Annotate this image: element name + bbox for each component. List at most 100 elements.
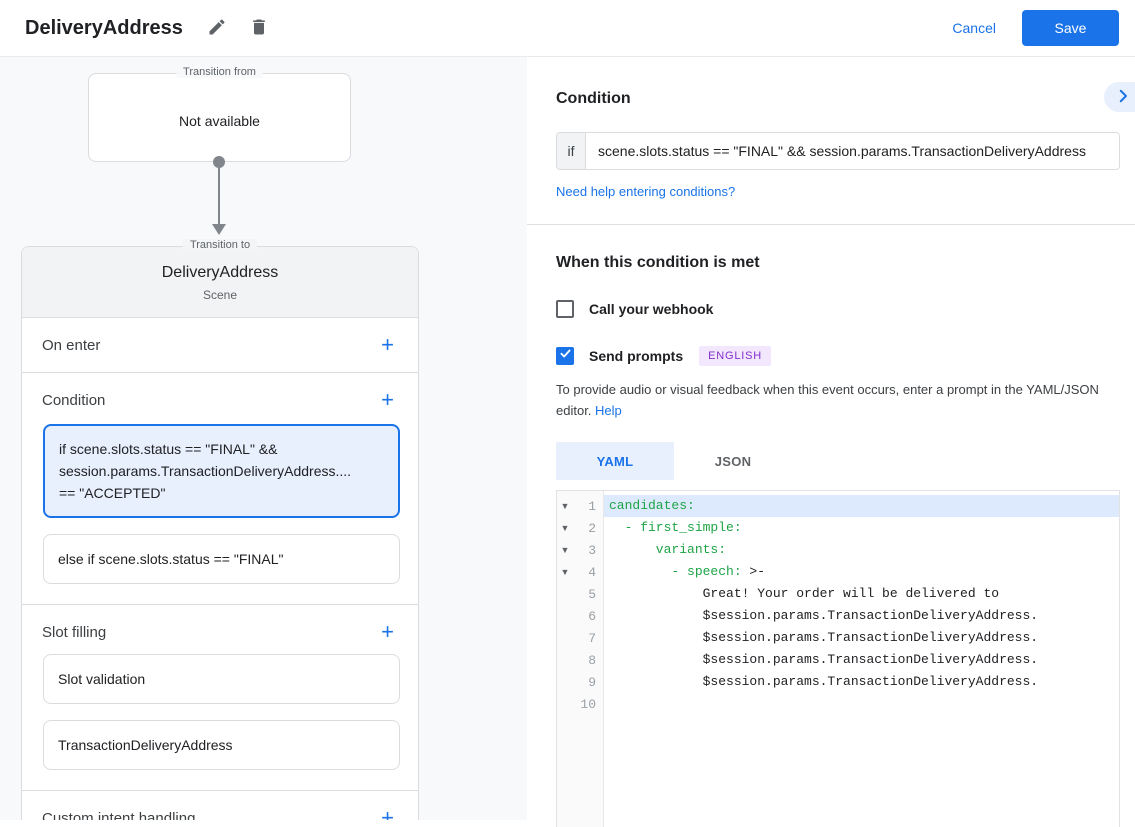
add-condition-button[interactable]: + <box>381 387 394 412</box>
yaml-text-token: >- <box>741 564 766 579</box>
section-divider <box>527 224 1135 225</box>
code-line[interactable]: $session.params.TransactionDeliveryAddre… <box>604 627 1119 649</box>
gutter-row: ▼1 <box>557 495 603 517</box>
line-number: 9 <box>588 674 596 690</box>
code-line[interactable]: - speech: >- <box>604 561 1119 583</box>
add-slot-button[interactable]: + <box>381 619 394 644</box>
delete-scene-button[interactable] <box>247 16 271 40</box>
add-custom-intent-button[interactable]: + <box>381 807 394 821</box>
gutter-row: 8 <box>557 649 603 671</box>
connector-arrowhead-icon <box>212 224 226 235</box>
slot-filling-section: Slot filling + Slot validation Transacti… <box>22 605 418 791</box>
condition-section-label: Condition <box>42 391 106 409</box>
code-line[interactable]: - first_simple: <box>604 517 1119 539</box>
custom-intent-label: Custom intent handling <box>42 809 196 821</box>
send-prompts-checkbox[interactable] <box>556 347 574 365</box>
fold-arrow-icon[interactable]: ▼ <box>560 501 570 511</box>
code-line[interactable]: candidates: <box>604 495 1119 517</box>
condition-detail-pane: Condition if Need help entering conditio… <box>527 57 1135 827</box>
gutter-row: ▼4 <box>557 561 603 583</box>
yaml-text-token: Great! Your order will be delivered to <box>609 586 1000 601</box>
prompt-help-link[interactable]: Help <box>595 403 622 418</box>
line-number: 6 <box>588 608 596 624</box>
connector-line <box>218 168 220 224</box>
fold-arrow-icon[interactable]: ▼ <box>560 545 570 555</box>
code-line[interactable]: variants: <box>604 539 1119 561</box>
transition-from-legend: Transition from <box>176 66 263 78</box>
when-condition-heading: When this condition is met <box>556 254 760 271</box>
prompt-description: To provide audio or visual feedback when… <box>556 382 1099 418</box>
gutter-row: 10 <box>557 693 603 715</box>
trash-icon <box>249 17 269 40</box>
condition-help-link[interactable]: Need help entering conditions? <box>556 184 736 199</box>
main-area: Transition from Not available Transition… <box>0 57 1135 827</box>
code-line[interactable]: Great! Your order will be delivered to <box>604 583 1119 605</box>
yaml-key-token: variants: <box>609 542 727 557</box>
code-line[interactable] <box>604 693 1119 715</box>
scene-name: DeliveryAddress <box>161 264 279 281</box>
line-number: 3 <box>588 542 596 558</box>
fold-arrow-icon[interactable]: ▼ <box>560 523 570 533</box>
call-webhook-label[interactable]: Call your webhook <box>589 301 714 317</box>
code-line[interactable]: $session.params.TransactionDeliveryAddre… <box>604 671 1119 693</box>
line-number: 10 <box>580 696 596 712</box>
yaml-key-token: - speech: <box>609 564 742 579</box>
chevron-right-icon <box>1114 87 1132 108</box>
tab-yaml[interactable]: YAML <box>556 442 674 480</box>
line-number: 7 <box>588 630 596 646</box>
page-title: DeliveryAddress <box>25 16 183 39</box>
editor-code-area[interactable]: candidates: - first_simple: variants: - … <box>604 491 1119 827</box>
cancel-button[interactable]: Cancel <box>952 20 996 36</box>
line-number: 4 <box>588 564 596 580</box>
gutter-row: 6 <box>557 605 603 627</box>
line-number: 8 <box>588 652 596 668</box>
transition-to-legend: Transition to <box>182 239 258 251</box>
yaml-text-token: $session.params.TransactionDeliveryAddre… <box>609 674 1039 689</box>
line-number: 5 <box>588 586 596 602</box>
slot-validation-card[interactable]: Slot validation <box>43 654 400 704</box>
code-line[interactable]: $session.params.TransactionDeliveryAddre… <box>604 605 1119 627</box>
pencil-icon <box>207 17 227 40</box>
code-line[interactable]: $session.params.TransactionDeliveryAddre… <box>604 649 1119 671</box>
gutter-row: 7 <box>557 627 603 649</box>
condition-expression-row: if <box>556 132 1120 170</box>
save-button[interactable]: Save <box>1022 10 1119 46</box>
condition-section: Condition + if scene.slots.status == "FI… <box>22 373 418 605</box>
language-badge: ENGLISH <box>699 346 772 366</box>
condition-card-selected[interactable]: if scene.slots.status == "FINAL" && sess… <box>43 424 400 518</box>
send-prompts-label[interactable]: Send prompts <box>589 348 684 364</box>
edit-title-button[interactable] <box>205 16 229 40</box>
gutter-row: 9 <box>557 671 603 693</box>
slot-card[interactable]: TransactionDeliveryAddress <box>43 720 400 770</box>
yaml-text-token: $session.params.TransactionDeliveryAddre… <box>609 608 1039 623</box>
top-bar: DeliveryAddress Cancel Save <box>0 0 1135 57</box>
add-on-enter-button[interactable]: + <box>381 332 394 357</box>
yaml-text-token: $session.params.TransactionDeliveryAddre… <box>609 652 1039 667</box>
tab-json[interactable]: JSON <box>674 442 792 480</box>
scene-card: Transition to DeliveryAddress Scene On e… <box>21 239 419 821</box>
transition-from-box: Transition from Not available <box>88 66 351 162</box>
slot-filling-label: Slot filling <box>42 623 107 641</box>
condition-card-else[interactable]: else if scene.slots.status == "FINAL" <box>43 534 400 584</box>
condition-heading: Condition <box>556 90 631 107</box>
transition-from-value: Not available <box>179 113 260 129</box>
on-enter-section: On enter + <box>22 318 418 373</box>
collapse-panel-button[interactable] <box>1104 82 1135 112</box>
yaml-key-token: - first_simple: <box>609 520 742 535</box>
if-prefix-label: if <box>557 133 586 169</box>
send-prompts-row: Send prompts ENGLISH <box>556 346 1135 366</box>
condition-expression-input[interactable] <box>586 133 1119 169</box>
line-number: 1 <box>588 498 596 514</box>
gutter-row: 5 <box>557 583 603 605</box>
scene-graph-pane: Transition from Not available Transition… <box>0 57 527 820</box>
on-enter-label: On enter <box>42 336 101 354</box>
editor-tabs: YAML JSON <box>556 442 1135 480</box>
connector-dot-icon <box>213 156 225 168</box>
yaml-key-token: candidates: <box>609 498 695 513</box>
custom-intent-section: Custom intent handling + <box>22 791 418 821</box>
call-webhook-checkbox[interactable] <box>556 300 574 318</box>
scene-type: Scene <box>202 288 238 302</box>
fold-arrow-icon[interactable]: ▼ <box>560 567 570 577</box>
